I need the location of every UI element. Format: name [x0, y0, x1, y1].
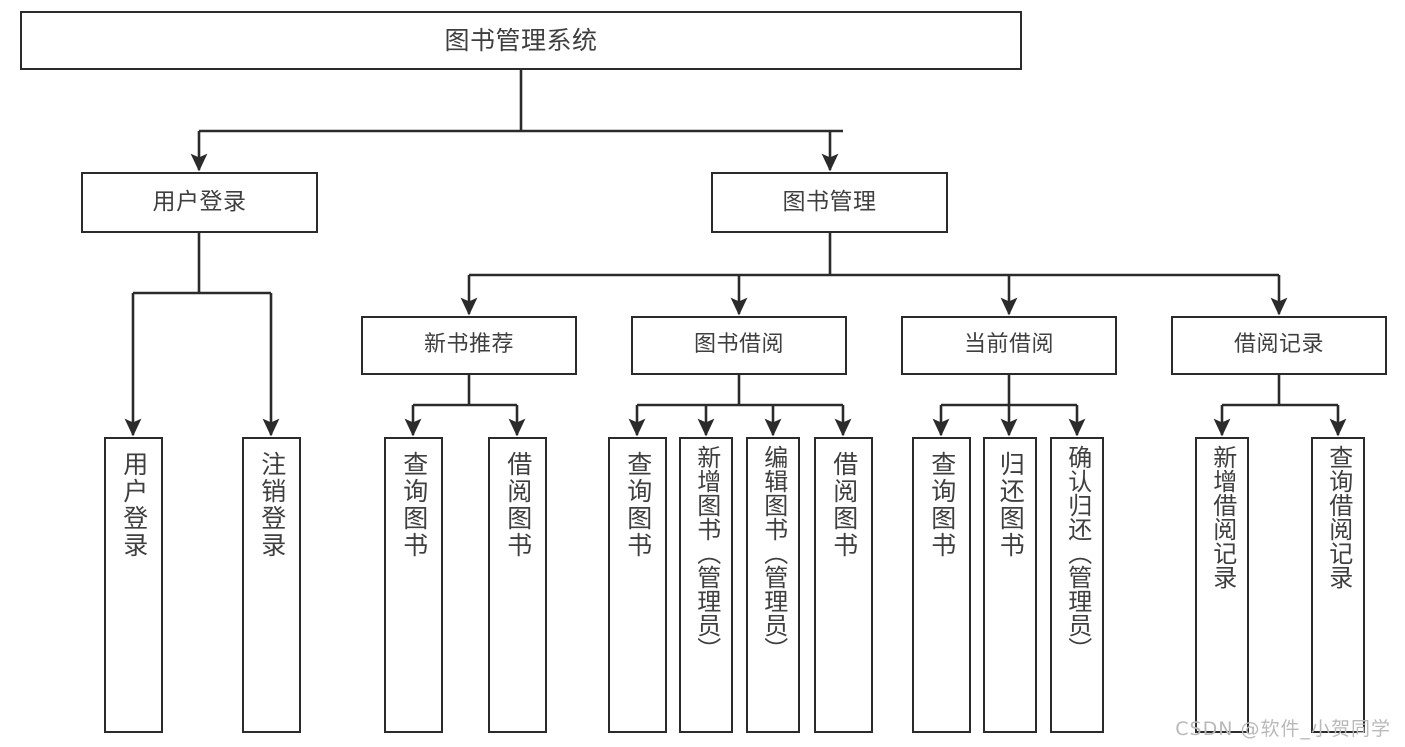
- leaf-book-borrow-add-book-admin[interactable]: 新增图书（管理员）: [679, 437, 733, 733]
- leaf-book-borrow-query-book[interactable]: 查询图书: [608, 437, 667, 733]
- node-label: 借阅记录: [1233, 332, 1324, 358]
- node-label: 用户登录: [119, 451, 149, 559]
- leaf-borrow-record-query-record[interactable]: 查询借阅记录: [1311, 437, 1365, 733]
- node-root-system[interactable]: 图书管理系统: [20, 11, 1022, 70]
- node-label: 图书借阅: [693, 332, 784, 358]
- leaf-current-borrow-confirm-return-admin[interactable]: 确认归还（管理员）: [1050, 437, 1104, 733]
- leaf-book-borrow-borrow-book[interactable]: 借阅图书: [814, 437, 873, 733]
- node-user-login[interactable]: 用户登录: [81, 172, 318, 233]
- node-label: 图书管理: [782, 188, 877, 215]
- node-label: 当前借阅: [963, 332, 1054, 358]
- node-new-book-recommend[interactable]: 新书推荐: [361, 316, 577, 375]
- node-label: 借阅图书: [829, 451, 859, 559]
- node-label: 借阅图书: [503, 451, 533, 559]
- node-label: 注销登录: [257, 451, 287, 559]
- node-label: 编辑图书（管理员）: [759, 445, 788, 661]
- node-label: 查询图书: [927, 451, 957, 559]
- leaf-user-login-logout[interactable]: 注销登录: [242, 437, 301, 733]
- node-book-borrow[interactable]: 图书借阅: [631, 316, 847, 375]
- node-label: 查询图书: [623, 451, 653, 559]
- csdn-watermark: CSDN @软件_小贺同学: [1175, 718, 1391, 740]
- node-label: 用户登录: [152, 188, 247, 215]
- node-label: 新增图书（管理员）: [692, 445, 721, 661]
- leaf-current-borrow-return-book[interactable]: 归还图书: [983, 437, 1037, 733]
- node-label: 图书管理系统: [444, 25, 598, 55]
- leaf-current-borrow-query-book[interactable]: 查询图书: [912, 437, 971, 733]
- leaf-new-book-borrow-book[interactable]: 借阅图书: [488, 437, 547, 733]
- node-label: 查询图书: [399, 451, 429, 559]
- node-label: 查询借阅记录: [1324, 445, 1353, 589]
- leaf-borrow-record-add-record[interactable]: 新增借阅记录: [1195, 437, 1249, 733]
- node-label: 归还图书: [996, 451, 1026, 559]
- node-label: 新书推荐: [423, 332, 514, 358]
- node-label: 新增借阅记录: [1208, 445, 1237, 589]
- node-current-borrow[interactable]: 当前借阅: [901, 316, 1117, 375]
- node-book-management[interactable]: 图书管理: [711, 172, 948, 233]
- node-label: 确认归还（管理员）: [1063, 445, 1092, 661]
- leaf-book-borrow-edit-book-admin[interactable]: 编辑图书（管理员）: [746, 437, 800, 733]
- leaf-new-book-query-book[interactable]: 查询图书: [384, 437, 443, 733]
- node-borrow-record[interactable]: 借阅记录: [1171, 316, 1387, 375]
- leaf-user-login-login[interactable]: 用户登录: [104, 437, 163, 733]
